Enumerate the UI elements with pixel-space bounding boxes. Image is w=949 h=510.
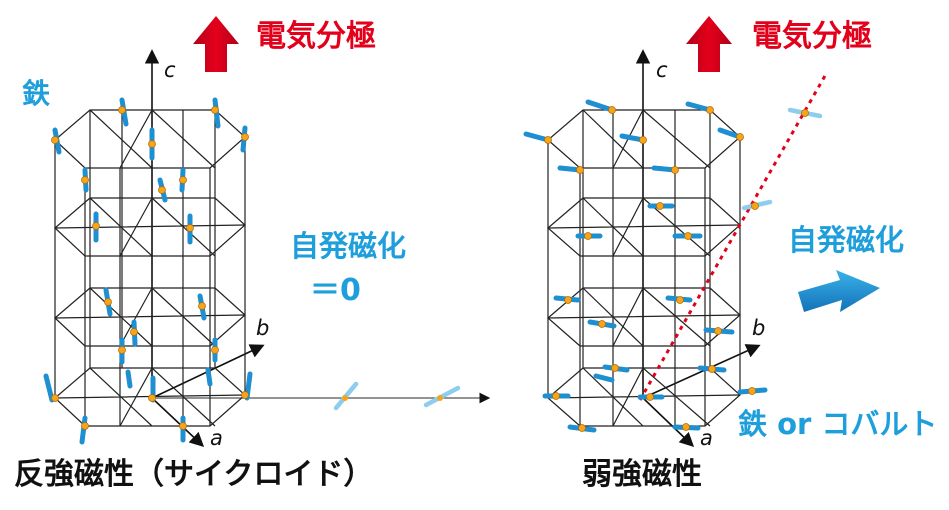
left-atoms — [51, 106, 249, 430]
right-polarization-arrow — [686, 16, 732, 72]
right-faint-spins — [741, 107, 823, 211]
left-magnetization-value: ＝0 — [310, 273, 361, 308]
right-polarization-label: 電気分極 — [752, 19, 872, 54]
spin-arrow — [43, 373, 55, 403]
left-caption: 反強磁性（サイクロイド） — [14, 457, 374, 492]
left-magnetization-label: 自発磁化 — [290, 229, 407, 263]
left-axis-b-label: b — [256, 316, 270, 340]
spin-arrow — [125, 369, 133, 389]
left-polarization-label: 電気分極 — [256, 19, 376, 54]
left-iron-label: 鉄 — [22, 77, 51, 110]
right-magnetization-label: 自発磁化 — [788, 223, 905, 257]
left-axis-a-label: a — [210, 426, 223, 450]
left-spins — [43, 97, 253, 445]
right-atoms — [544, 106, 809, 432]
spin-arrow — [79, 415, 88, 445]
right-b-axis — [642, 344, 761, 399]
right-lattice — [547, 109, 741, 427]
spin-arrow — [205, 367, 213, 387]
right-iron-cobalt-label: 鉄 or コバルト — [738, 407, 938, 441]
right-magnetization-arrow — [798, 270, 880, 312]
right-spins — [523, 99, 768, 433]
left-panel — [43, 16, 491, 447]
right-axis-b-label: b — [752, 316, 766, 340]
right-caption: 弱強磁性 — [582, 457, 702, 492]
left-a-axis — [151, 397, 205, 447]
right-axis-a-label: a — [700, 426, 713, 450]
right-axis-c-label: c — [656, 58, 668, 82]
right-a-axis — [642, 397, 695, 447]
left-axis-c-label: c — [164, 58, 176, 82]
left-polarization-arrow — [193, 16, 239, 72]
right-panel — [523, 16, 880, 447]
